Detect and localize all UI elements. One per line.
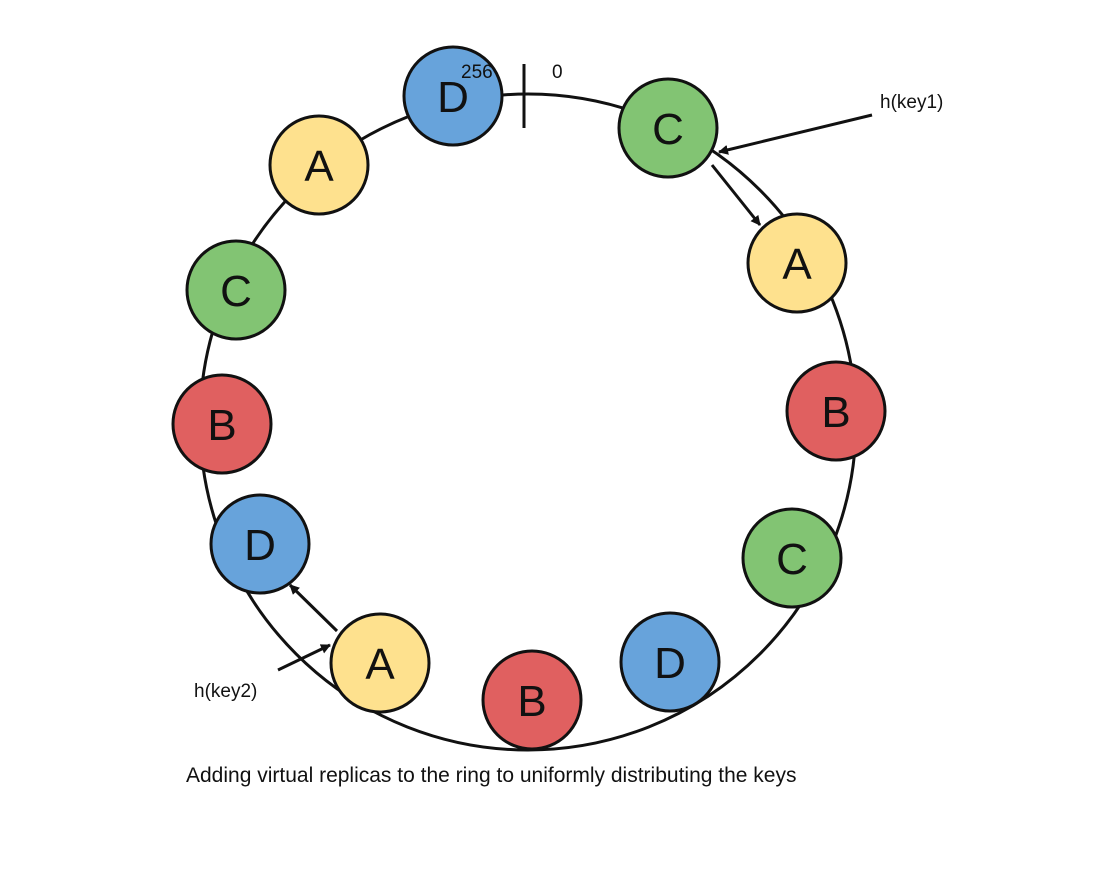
node-circle xyxy=(402,45,504,147)
node-d: D xyxy=(209,493,311,595)
node-circle xyxy=(785,360,887,462)
ring-end-label: 256 xyxy=(461,62,493,83)
node-label: A xyxy=(365,640,395,689)
node-circle xyxy=(268,114,370,216)
node-d: D xyxy=(619,611,721,713)
node-circle xyxy=(617,77,719,179)
node-label: D xyxy=(654,639,686,688)
node-label: B xyxy=(821,388,850,437)
node-circle xyxy=(209,493,311,595)
node-c: C xyxy=(617,77,719,179)
node-label: A xyxy=(304,142,334,191)
node-circle xyxy=(746,212,848,314)
key1-arrow xyxy=(718,113,873,155)
node-c: C xyxy=(185,239,287,341)
key2-label: h(key2) xyxy=(194,681,257,702)
key1-label: h(key1) xyxy=(880,92,943,113)
node-label: B xyxy=(517,677,546,726)
node-b: B xyxy=(171,373,273,475)
node-d: D xyxy=(402,45,504,147)
node-label: D xyxy=(244,521,276,570)
node-a: A xyxy=(746,212,848,314)
node-label: C xyxy=(652,105,684,154)
key2-next-arrow xyxy=(288,583,339,633)
node-label: C xyxy=(220,267,252,316)
node-circle xyxy=(741,507,843,609)
node-label: C xyxy=(776,535,808,584)
node-c: C xyxy=(741,507,843,609)
node-circle xyxy=(481,649,583,751)
node-circle xyxy=(619,611,721,713)
node-b: B xyxy=(785,360,887,462)
node-b: B xyxy=(481,649,583,751)
node-a: A xyxy=(268,114,370,216)
node-circle xyxy=(185,239,287,341)
node-circle xyxy=(171,373,273,475)
diagram-caption: Adding virtual replicas to the ring to u… xyxy=(186,764,796,787)
node-circle xyxy=(329,612,431,714)
ring-nodes: D C A B C D B A D B C A xyxy=(171,45,887,751)
ring-start-label: 0 xyxy=(552,62,563,83)
key1-next-arrow xyxy=(710,164,762,226)
node-label: B xyxy=(207,401,236,450)
key2-arrow xyxy=(277,643,331,672)
node-a: A xyxy=(329,612,431,714)
node-label: A xyxy=(782,240,812,289)
node-label: D xyxy=(437,73,469,122)
